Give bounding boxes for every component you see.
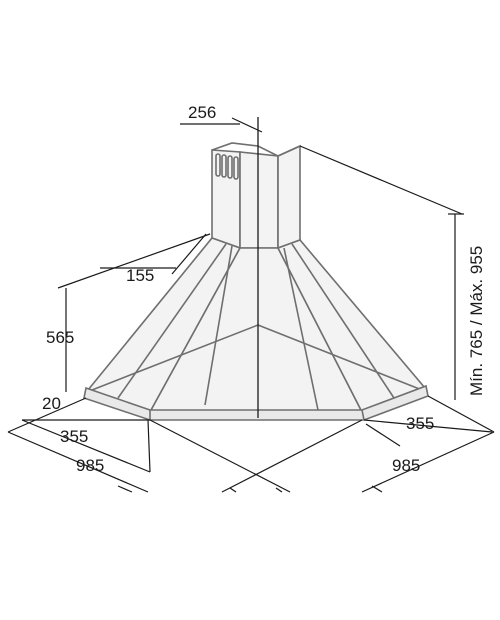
dim-355-left-line <box>21 419 151 473</box>
dim-355-right-line <box>365 423 401 447</box>
dim-right-inner-ext <box>363 419 493 433</box>
label-chimney-width: 256 <box>188 103 216 122</box>
inner-corner-right <box>257 324 423 391</box>
dim-256-tick <box>231 117 263 133</box>
canopy-seam-1 <box>204 245 233 406</box>
ground-mark-4 <box>371 485 383 493</box>
label-width-right: 985 <box>392 456 420 475</box>
dim-355-left-drop <box>147 419 151 473</box>
ground-mark-3 <box>275 487 283 493</box>
label-side-depth-left: 355 <box>60 427 88 446</box>
dim-height-top-leader <box>299 145 463 215</box>
label-rim-height: 20 <box>42 394 61 413</box>
label-side-depth-right: 355 <box>406 414 434 433</box>
dim-right-outer-ext <box>427 395 495 433</box>
label-width-left: 985 <box>76 456 104 475</box>
chimney-middle-face <box>239 151 279 249</box>
ground-mark-2 <box>229 487 237 493</box>
chimney-top-edge <box>211 142 279 157</box>
dim-985-left-line <box>7 431 149 493</box>
ground-mark-1 <box>117 485 133 493</box>
vent-slots-icon <box>215 153 239 180</box>
rim-corner-right <box>361 409 365 421</box>
label-height-range: Mín. 765 / Máx. 955 <box>467 246 486 396</box>
label-body-height: 565 <box>46 328 74 347</box>
dim-front-diag-right <box>221 419 363 493</box>
label-chimney-depth: 155 <box>126 266 154 285</box>
dim-155-leader <box>171 233 207 275</box>
chimney-right-face <box>277 144 301 250</box>
inner-corner-left <box>91 324 259 391</box>
dim-985-right-line <box>361 431 495 493</box>
hood-body <box>83 142 429 421</box>
chimney-top-right-edge <box>277 145 301 157</box>
dimension-lines <box>7 117 495 493</box>
dim-565-top-leader <box>57 233 211 289</box>
dim-left-outer-ext <box>7 397 87 433</box>
dim-front-diag-left <box>149 419 291 493</box>
canopy-seam-2 <box>283 247 319 411</box>
